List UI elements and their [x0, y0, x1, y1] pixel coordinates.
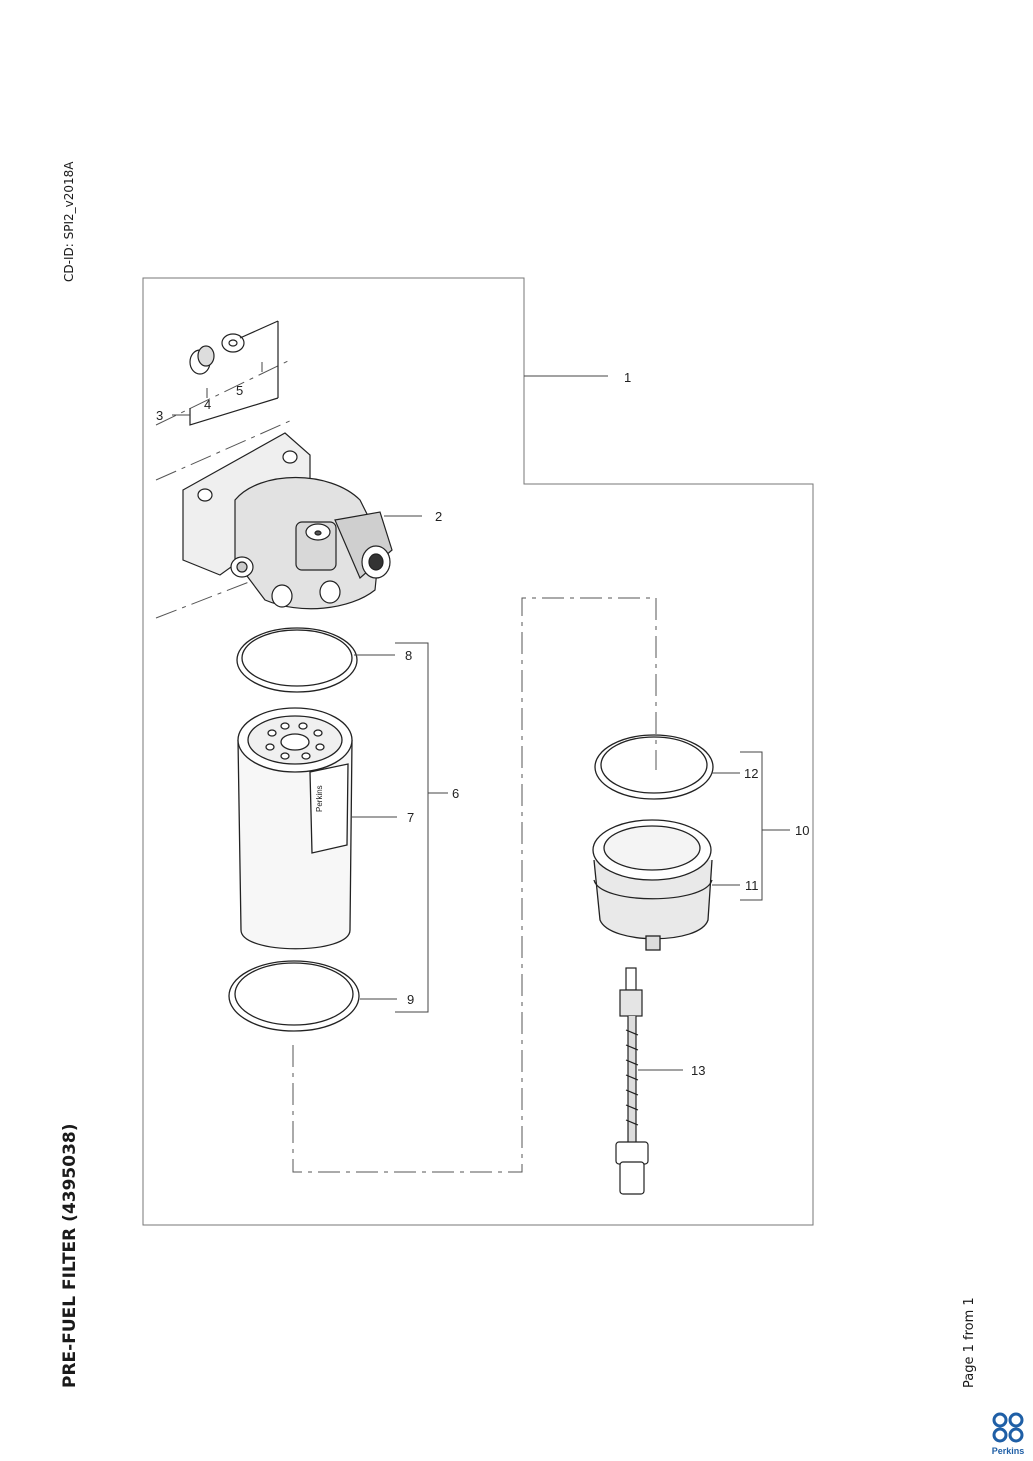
svg-text:Perkins: Perkins — [992, 1446, 1025, 1456]
callout-5: 5 — [236, 383, 243, 398]
filter-head — [182, 432, 393, 610]
callout-10: 10 — [795, 823, 809, 838]
callout-11: 11 — [745, 878, 759, 893]
perkins-logo: Perkins — [992, 1412, 1025, 1456]
callout-7: 7 — [407, 810, 414, 825]
bottom-seal-ring — [228, 960, 360, 1032]
water-sensor — [615, 967, 649, 1195]
assembly-boundary — [142, 277, 814, 1226]
callout-8: 8 — [405, 648, 412, 663]
assembly-lines — [155, 359, 657, 1173]
callout-1: 1 — [624, 370, 631, 385]
filter-element: Perkins — [237, 707, 353, 950]
leader-lines — [172, 362, 790, 1071]
callout-4: 4 — [204, 397, 211, 412]
callout-9: 9 — [407, 992, 414, 1007]
callout-2: 2 — [435, 509, 442, 524]
svg-text:Perkins: Perkins — [315, 785, 324, 812]
top-seal-ring — [236, 627, 358, 693]
callout-12: 12 — [744, 766, 758, 781]
bowl-seal-ring — [594, 734, 714, 800]
callout-6: 6 — [452, 786, 459, 801]
callout-13: 13 — [691, 1063, 705, 1078]
plug-and-washer — [189, 320, 279, 426]
water-bowl — [592, 819, 713, 951]
callout-3: 3 — [156, 408, 163, 423]
